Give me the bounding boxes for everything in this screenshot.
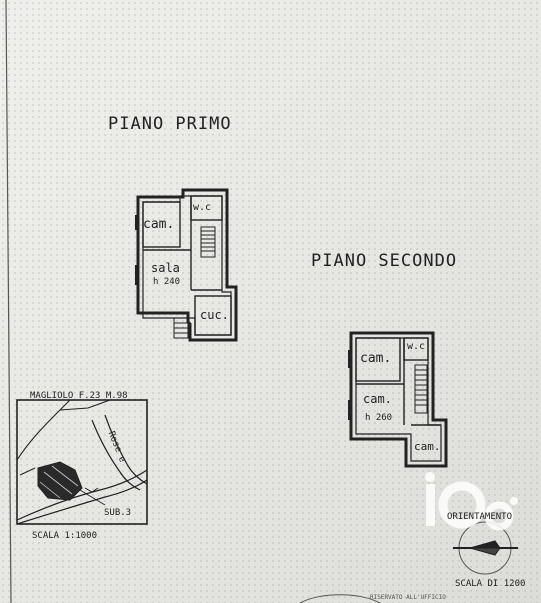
orientation-compass <box>453 521 518 575</box>
office-stamp-text: RISERVATO ALL'UFFICIO <box>370 594 446 601</box>
second-wc-label: w.c <box>407 341 426 352</box>
first-wc-label: w.c <box>193 202 212 213</box>
second-floor-title: PIANO SECONDO <box>311 251 458 271</box>
brand-logo-icon <box>425 472 518 531</box>
inset-location-map <box>16 399 148 525</box>
map-sub-label: SUB.3 <box>104 508 132 518</box>
map-title: MAGLIOLO F.23 M.98 <box>30 391 128 401</box>
first-sala-label: sala <box>151 261 180 275</box>
office-stamp <box>299 594 381 603</box>
orientation-label: ORIENTAMENTO <box>447 512 513 522</box>
second-cam-top-label: cam. <box>360 351 392 366</box>
map-scale: SCALA 1:1000 <box>32 531 98 541</box>
first-floor-plan <box>135 188 238 342</box>
first-cam-label: cam. <box>143 217 175 232</box>
second-floor-plan <box>348 331 448 468</box>
second-cam-mid-height: h 260 <box>365 413 393 423</box>
second-cam-bottom-label: cam. <box>414 440 441 453</box>
second-cam-mid-label: cam. <box>363 392 392 406</box>
first-sala-height: h 240 <box>153 277 181 287</box>
first-floor-title: PIANO PRIMO <box>108 114 232 134</box>
first-cuc-label: cuc. <box>200 308 229 322</box>
drawing-scale: SCALA DI 1200 <box>455 579 526 589</box>
